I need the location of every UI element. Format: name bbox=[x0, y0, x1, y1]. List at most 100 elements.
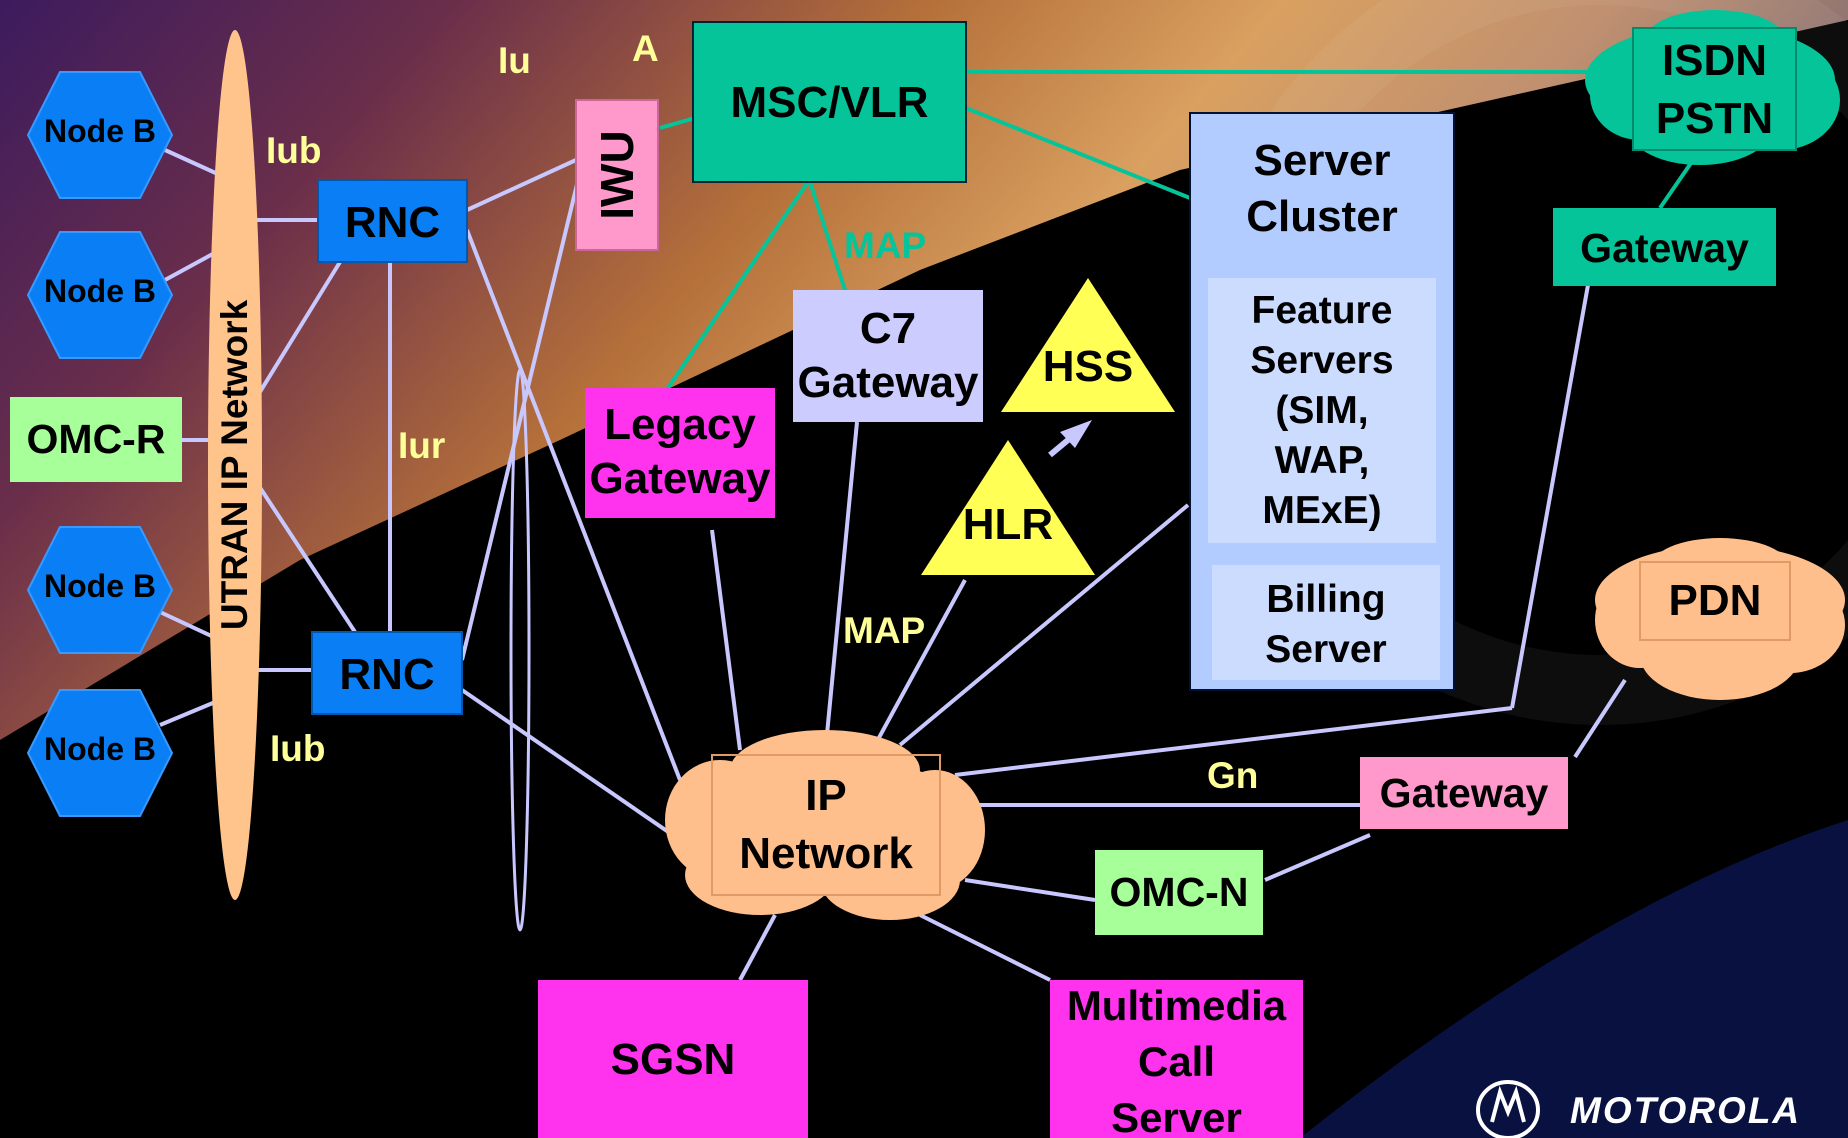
rnc-2-label: RNC bbox=[339, 650, 435, 699]
map-top-label: MAP bbox=[844, 225, 927, 266]
rnc-2-box bbox=[311, 631, 463, 715]
omc-n-box bbox=[1095, 850, 1263, 935]
legacy-gateway-label: Legacy Gateway bbox=[578, 398, 782, 506]
multimedia-line-3: Server bbox=[1111, 1094, 1242, 1138]
link-rnc1-ipnet bbox=[465, 229, 682, 781]
link-nodeb3-utran bbox=[159, 610, 221, 642]
ip-network-line-1: IP bbox=[805, 771, 847, 820]
iwu-box bbox=[575, 99, 659, 251]
iub-bottom-label: Iub bbox=[270, 728, 326, 769]
feature-servers-line-3: (SIM, bbox=[1275, 389, 1369, 432]
link-rnc2-ipnet bbox=[460, 688, 682, 842]
link-gateway-top-down bbox=[1510, 284, 1590, 709]
multimedia-label: Multimedia Call Server bbox=[1040, 978, 1313, 1138]
motorola-wordmark: MOTOROLA bbox=[1570, 1090, 1802, 1131]
node-b-shapes bbox=[26, 71, 174, 817]
feature-servers-line-5: MExE) bbox=[1262, 489, 1382, 532]
feature-servers-line-1: Feature bbox=[1251, 289, 1393, 332]
link-msc-cluster bbox=[965, 106, 1191, 200]
sgsn-box bbox=[538, 980, 808, 1138]
server-cluster-label-line-1: Server bbox=[1253, 136, 1391, 185]
isdn-label: ISDN bbox=[1661, 36, 1768, 85]
iu-label: Iu bbox=[498, 40, 531, 81]
node-b-2-label: Node B bbox=[44, 273, 156, 309]
utran-label: UTRAN IP Network bbox=[214, 299, 255, 631]
billing-server-box bbox=[1212, 565, 1440, 680]
omc-n-label: OMC-N bbox=[1109, 869, 1249, 915]
billing-server-line-2: Server bbox=[1265, 628, 1387, 671]
node-b-1-label: Node B bbox=[44, 113, 156, 149]
ip-network-line-2: Network bbox=[739, 829, 913, 878]
iwu-label: IWU bbox=[591, 130, 643, 220]
iu-ellipse bbox=[509, 368, 531, 932]
feature-servers-label: Feature Servers (SIM, WAP, MExE) bbox=[1208, 286, 1436, 536]
omc-r-box bbox=[10, 397, 182, 482]
link-utran-rnc2-diag bbox=[253, 478, 357, 634]
link-nodeb4-utran bbox=[159, 698, 221, 727]
gateway-mid-label: Gateway bbox=[1379, 770, 1549, 816]
node-b-4-label: Node B bbox=[44, 731, 156, 767]
utran-ellipse bbox=[208, 30, 262, 900]
link-ipnet-multimedia bbox=[919, 913, 1051, 982]
link-legacy-ipnet bbox=[710, 529, 742, 751]
multimedia-line-2: Call bbox=[1137, 1038, 1216, 1085]
feature-servers-line-2: Servers bbox=[1250, 339, 1394, 382]
ip-network-label: IP Network bbox=[712, 767, 940, 883]
billing-server-label: Billing Server bbox=[1212, 575, 1440, 675]
gateway-top-label: Gateway bbox=[1580, 225, 1749, 271]
legacy-gateway-box bbox=[585, 388, 775, 518]
c7-gateway-box bbox=[793, 290, 983, 422]
link-c7-ipnet bbox=[823, 421, 859, 756]
isdn-pstn-box bbox=[1632, 27, 1797, 151]
feature-servers-box bbox=[1208, 278, 1436, 543]
link-nodeb1-utran bbox=[164, 148, 221, 177]
hlr-to-hss-arrow bbox=[1048, 420, 1092, 458]
connections-green bbox=[659, 70, 1702, 390]
link-ipnet-sgsn bbox=[738, 914, 777, 981]
gateway-mid-box bbox=[1360, 757, 1568, 829]
billing-server-line-1: Billing bbox=[1266, 578, 1386, 621]
a-label: A bbox=[632, 28, 659, 69]
sgsn-label: SGSN bbox=[610, 1035, 736, 1084]
iub-top-label: Iub bbox=[266, 130, 322, 171]
ip-network-box-outline bbox=[711, 754, 941, 896]
legacy-gateway-label-line-2: Gateway bbox=[589, 454, 771, 503]
link-msc-legacy bbox=[666, 180, 810, 390]
legacy-gateway-label-line-1: Legacy bbox=[604, 400, 756, 449]
link-nodeb2-utran bbox=[164, 248, 221, 282]
background-blue-glow bbox=[1300, 820, 1848, 1138]
link-iwu-msc bbox=[659, 116, 696, 130]
hss-label: HSS bbox=[1042, 342, 1134, 391]
c7-gateway-label: C7 Gateway bbox=[783, 302, 993, 410]
link-rnc1-iwu bbox=[466, 158, 577, 212]
c7-gateway-label-line-2: Gateway bbox=[797, 358, 979, 407]
link-gateway-mid-pdn bbox=[1573, 678, 1627, 759]
iur-label: Iur bbox=[398, 425, 446, 466]
pdn-box-outline bbox=[1639, 561, 1791, 641]
hlr-label: HLR bbox=[962, 500, 1054, 549]
multimedia-line-1: Multimedia bbox=[1066, 982, 1287, 1029]
server-cluster-label: Server Cluster bbox=[1190, 133, 1454, 245]
link-rnc2-iu bbox=[460, 109, 597, 661]
hlr-triangle bbox=[921, 440, 1095, 575]
omc-r-label: OMC-R bbox=[26, 416, 166, 462]
msc-vlr-label: MSC/VLR bbox=[730, 78, 929, 127]
node-b-3 bbox=[26, 526, 174, 654]
gateway-top-box bbox=[1553, 208, 1776, 286]
ip-network-cloud bbox=[665, 730, 985, 920]
link-msc-c7 bbox=[808, 181, 847, 291]
link-cluster-ipnet bbox=[898, 503, 1190, 747]
msc-vlr-box bbox=[692, 21, 967, 183]
c7-gateway-label-line-1: C7 bbox=[859, 304, 917, 353]
link-utran-rnc1-diag bbox=[253, 260, 342, 402]
link-hlr-ipnet bbox=[873, 579, 967, 746]
multimedia-box bbox=[1050, 980, 1303, 1138]
isdn-pstn-label: ISDN PSTN bbox=[1633, 32, 1796, 148]
motorola-logo bbox=[1476, 1080, 1540, 1138]
link-gateway-mid-omcn bbox=[1264, 833, 1371, 882]
node-b-2 bbox=[26, 231, 174, 359]
connections-lavender bbox=[159, 109, 1627, 982]
hss-triangle bbox=[1001, 278, 1175, 412]
